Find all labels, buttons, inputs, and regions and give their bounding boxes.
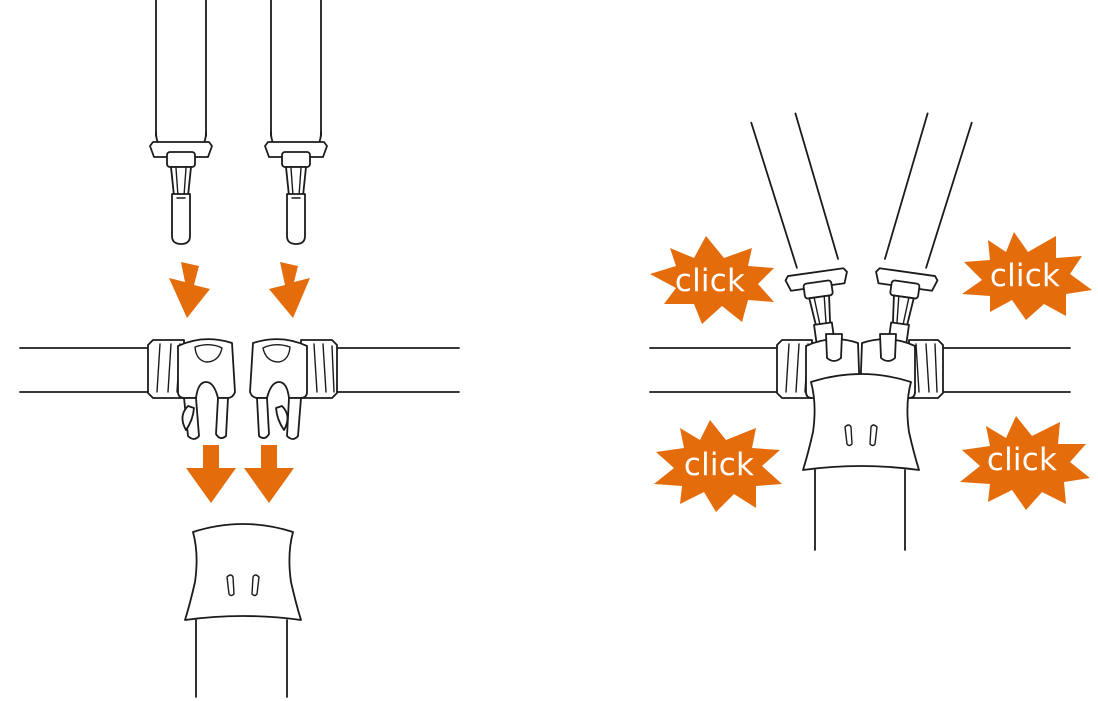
left-buckle-half [147, 338, 236, 440]
click-burst-bottom-right: click [960, 416, 1090, 510]
right-shoulder-strap [264, 0, 328, 245]
starburst-icon [960, 416, 1090, 510]
starburst-icon [650, 236, 774, 324]
starburst-icon [962, 232, 1092, 320]
arrow-down-icon [269, 262, 310, 318]
click-burst-top-left: click [650, 236, 774, 324]
center-buckle-piece-assembled [802, 373, 920, 471]
waist-strap-right-assembled [937, 347, 1071, 393]
waist-strap-right [331, 347, 460, 393]
right-shoulder-strap-assembled [875, 112, 973, 349]
starburst-icon [654, 420, 782, 512]
click-label: click [675, 263, 745, 299]
crotch-strap [195, 619, 288, 698]
arrow-down-icon [186, 445, 236, 503]
click-burst-top-right: click [962, 232, 1092, 320]
click-label: click [987, 442, 1057, 478]
waist-strap-left-assembled [649, 347, 783, 393]
left-shoulder-strap-assembled [750, 112, 848, 349]
left-shoulder-strap [149, 0, 213, 245]
waist-strap-left [19, 347, 157, 393]
right-buckle-half [249, 338, 338, 440]
left-assembly [19, 0, 460, 698]
arrow-down-icon [169, 262, 210, 318]
click-burst-bottom-left: click [654, 420, 782, 512]
click-label: click [990, 258, 1060, 294]
click-label: click [684, 447, 754, 483]
crotch-strap-assembled [814, 469, 906, 551]
arrow-down-icon [244, 445, 294, 503]
center-buckle-piece [184, 523, 302, 621]
right-assembly: click click click click [649, 112, 1092, 551]
